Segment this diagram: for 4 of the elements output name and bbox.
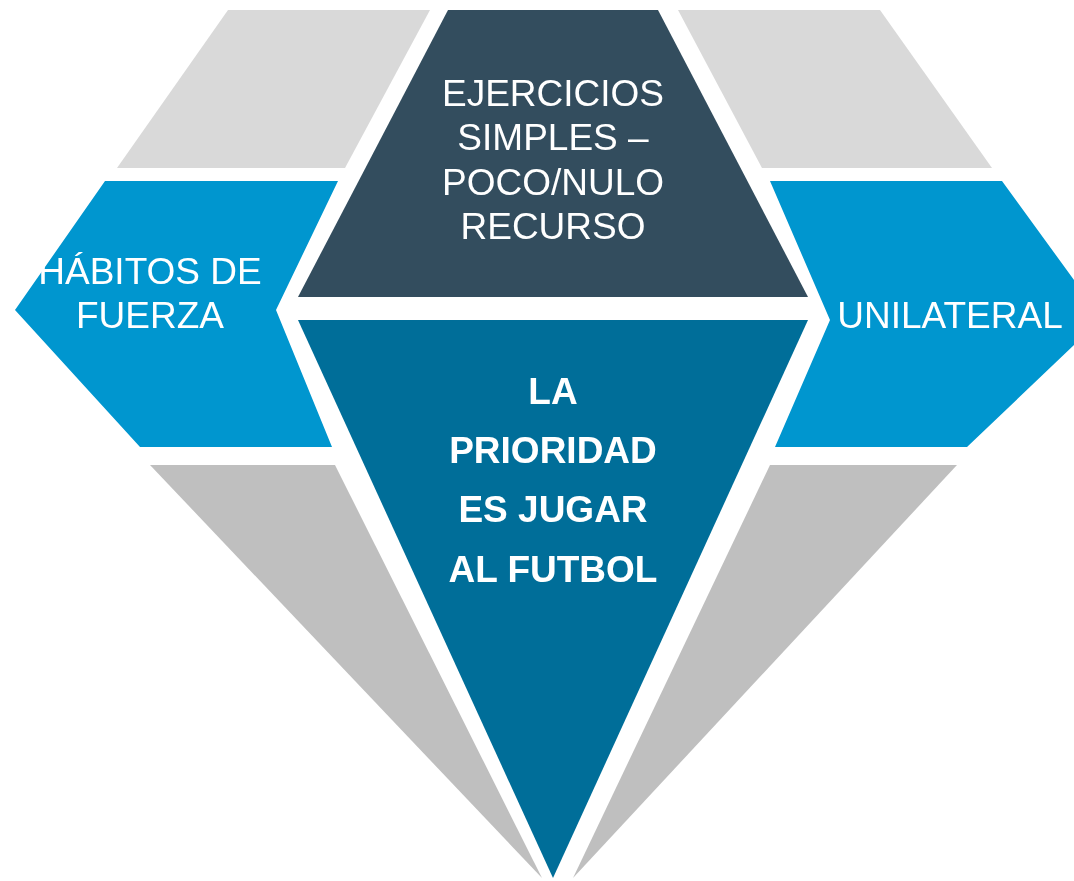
facet-label: EJERCICIOS SIMPLES – POCO/NULO RECURSO xyxy=(440,72,665,250)
facet-label: HÁBITOS DE FUERZA xyxy=(37,250,263,339)
facet-label: UNILATERAL xyxy=(836,294,1064,338)
facet-label: LA PRIORIDAD ES JUGAR AL FUTBOL xyxy=(447,370,659,592)
